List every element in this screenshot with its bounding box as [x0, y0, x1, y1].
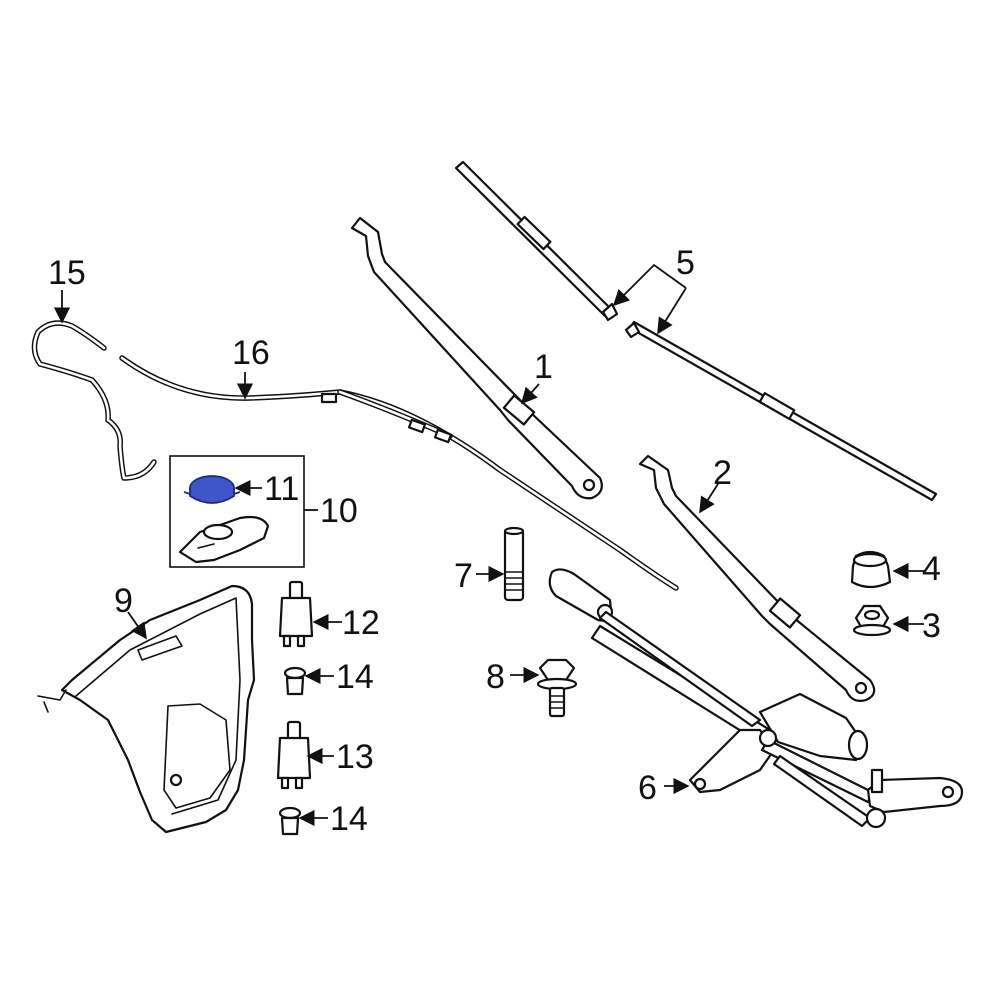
wiper-arm-part-1 [350, 216, 603, 500]
reservoir-cap-part-11[interactable] [183, 475, 241, 504]
washer-reservoir-part-9 [37, 584, 256, 834]
bolt-part-8 [536, 658, 578, 718]
wiper-arm-part-2 [638, 454, 876, 702]
callout-3: 3 [922, 607, 941, 645]
callout-13: 13 [336, 738, 374, 776]
grommet-part-14-upper [283, 666, 307, 696]
filler-neck-part-10 [178, 515, 270, 564]
callout-12: 12 [342, 604, 380, 642]
callout-2: 2 [713, 454, 732, 492]
nut-part-3 [852, 604, 892, 637]
callout-6: 6 [638, 769, 657, 807]
stud-part-7 [503, 526, 525, 602]
grommet-part-14-lower [278, 806, 302, 836]
callout-9: 9 [114, 582, 133, 620]
wiper-blade-part-5 [454, 160, 938, 502]
callout-7: 7 [454, 557, 473, 595]
callout-labels: 15 16 1 5 2 4 3 7 8 6 9 11 10 12 14 13 1… [48, 244, 941, 838]
callout-1: 1 [534, 348, 553, 386]
callout-15: 15 [48, 254, 86, 292]
callout-8: 8 [486, 658, 505, 696]
callout-16: 16 [232, 334, 270, 372]
washer-pump-part-13 [276, 720, 312, 790]
callout-4: 4 [922, 550, 941, 588]
washer-pump-part-12 [278, 580, 314, 648]
callout-10: 10 [320, 492, 358, 530]
callout-11: 11 [264, 470, 299, 508]
wiper-linkage-part-6 [548, 568, 964, 829]
leader-lines [53, 263, 926, 827]
cap-part-4 [850, 550, 892, 589]
kit-frame-part-10 [169, 455, 305, 568]
washer-hose-part-15 [31, 320, 157, 481]
callout-14-upper: 14 [336, 658, 374, 696]
callout-5: 5 [676, 244, 695, 282]
callout-14-lower: 14 [330, 800, 368, 838]
